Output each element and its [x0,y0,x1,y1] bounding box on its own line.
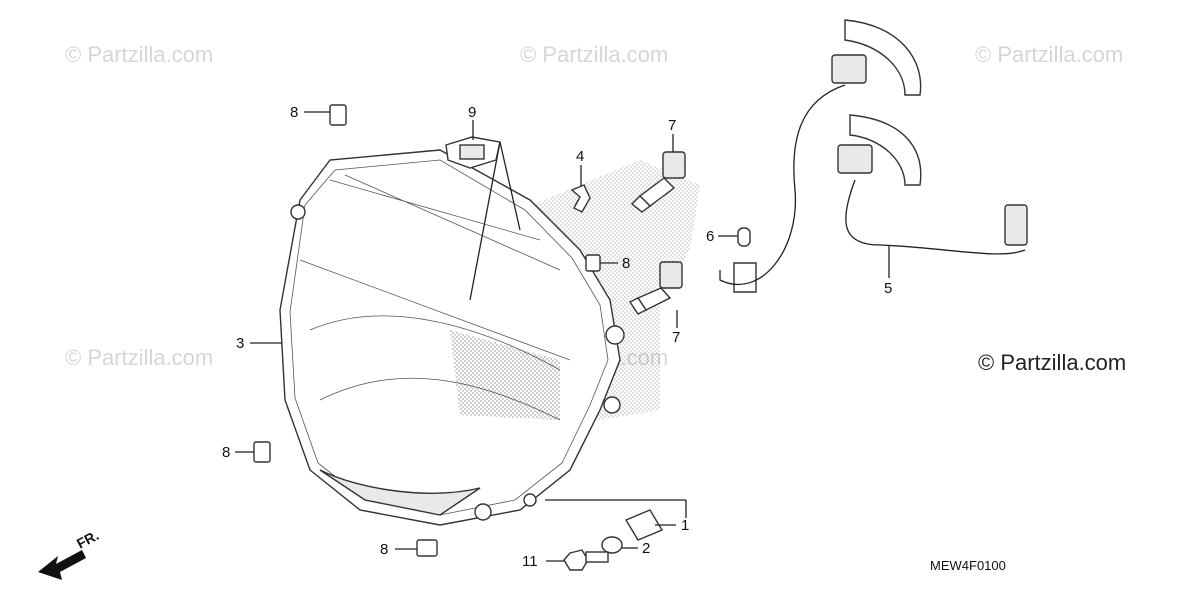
callout-5: 5 [884,280,892,297]
leader-lines [235,111,890,562]
watermark: © Partzilla.com [520,42,668,67]
callout-7: 7 [672,329,680,346]
callout-2: 2 [642,540,650,557]
callout-6: 6 [706,228,714,245]
callout-8: 8 [290,104,298,121]
callout-7: 7 [668,117,676,134]
bulb-socket [733,262,757,293]
bulb [630,151,686,213]
grommet [624,509,664,541]
clip [570,184,591,213]
front-label: FR. [74,527,101,552]
callout-9: 9 [468,104,476,121]
bolt [563,549,609,571]
speed-nut [253,441,271,463]
speed-nut [416,539,438,557]
callout-8: 8 [380,541,388,558]
callout-3: 3 [236,335,244,352]
callout-8: 8 [222,444,230,461]
position-bulb [737,227,751,247]
headlight-housing [279,149,625,526]
watermark: © Partzilla.com [975,42,1123,67]
callout-11: 11 [522,553,538,570]
callout-1: 1 [681,517,689,534]
speed-nut [585,254,601,272]
front-arrow: FR. [38,527,101,580]
collar [601,536,623,554]
watermark: © Partzilla.com [65,42,213,67]
callout-4: 4 [576,148,584,165]
bulb [628,261,683,315]
wiring-harness [719,19,1028,286]
copyright-label: © Partzilla.com [978,350,1126,375]
callout-8: 8 [622,255,630,272]
diagram-code: MEW4F0100 [930,558,1006,573]
watermark: © Partzilla.com [65,345,213,370]
speed-nut [329,104,347,126]
